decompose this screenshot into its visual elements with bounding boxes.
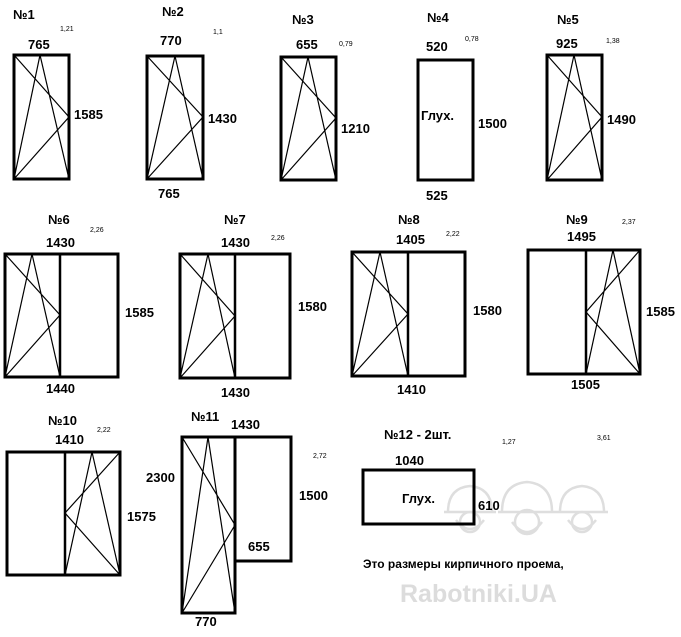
window-9-height: 1585 xyxy=(646,304,675,319)
window-6: №6 2,26 1430 1585 1440 xyxy=(3,212,154,396)
window-12-area: 1,27 xyxy=(502,439,516,446)
window-1-number: №1 xyxy=(13,7,35,22)
window-10-height: 1575 xyxy=(127,509,156,524)
window-9-width-bottom: 1505 xyxy=(571,377,600,392)
window-6-area: 2,26 xyxy=(90,227,104,234)
window-12: Глух. №12 - 2шт. 1,27 3,61 1040 610 xyxy=(361,427,611,526)
window-3-height: 1210 xyxy=(341,121,370,136)
window-2-height: 1430 xyxy=(208,111,237,126)
window-12-height: 610 xyxy=(478,498,500,513)
window-6-height: 1585 xyxy=(125,305,154,320)
window-5-area: 1,38 xyxy=(606,38,620,45)
window-10-width: 1410 xyxy=(55,432,84,447)
window-10: №10 2,22 1410 1575 xyxy=(5,413,156,577)
window-6-number: №6 xyxy=(48,212,70,227)
window-9-area: 2,37 xyxy=(622,219,636,226)
window-4-width-bottom: 525 xyxy=(426,188,448,203)
window-8-width-bottom: 1410 xyxy=(397,382,426,397)
window-6-width-bottom: 1440 xyxy=(46,381,75,396)
window-6-width-top: 1430 xyxy=(46,235,75,250)
window-5-height: 1490 xyxy=(607,112,636,127)
window-3-number: №3 xyxy=(292,12,314,27)
window-7-number: №7 xyxy=(224,212,246,227)
window-9-number: №9 xyxy=(566,212,588,227)
window-4-fixed-label: Глух. xyxy=(421,108,454,123)
window-3-width: 655 xyxy=(296,37,318,52)
window-12-area-total: 3,61 xyxy=(597,435,611,442)
window-11-width-top: 1430 xyxy=(231,417,260,432)
window-11-number: №11 xyxy=(191,409,219,424)
window-2: №2 1,1 770 1430 765 xyxy=(145,4,237,201)
window-9: №9 2,37 1495 1585 1505 xyxy=(526,212,675,392)
window-7-area: 2,26 xyxy=(271,235,285,242)
window-4-number: №4 xyxy=(427,10,449,25)
window-11-height: 2300 xyxy=(146,470,175,485)
note-text: Это размеры кирпичного проема, xyxy=(363,557,564,571)
window-1-height: 1585 xyxy=(74,107,103,122)
watermark-text: Rabotniki.UA xyxy=(400,580,557,608)
window-10-number: №10 xyxy=(48,413,77,428)
window-8-width-top: 1405 xyxy=(396,232,425,247)
window-5: №5 1,38 925 1490 xyxy=(545,12,636,182)
window-10-area: 2,22 xyxy=(97,427,111,434)
window-9-width-top: 1495 xyxy=(567,229,596,244)
window-2-area: 1,1 xyxy=(213,29,223,36)
window-4-area: 0,78 xyxy=(465,36,479,43)
window-5-width: 925 xyxy=(556,36,578,51)
window-1-width: 765 xyxy=(28,37,50,52)
window-1-area: 1,21 xyxy=(60,26,74,33)
window-8: №8 2,22 1405 1580 1410 xyxy=(350,212,502,397)
window-8-area: 2,22 xyxy=(446,231,460,238)
window-8-number: №8 xyxy=(398,212,420,227)
window-4-height: 1500 xyxy=(478,116,507,131)
window-7-width-bottom: 1430 xyxy=(221,385,250,400)
window-7-width-top: 1430 xyxy=(221,235,250,250)
window-5-number: №5 xyxy=(557,12,579,27)
window-7: №7 2,26 1430 1580 1430 xyxy=(178,212,327,400)
window-12-width: 1040 xyxy=(395,453,424,468)
window-2-number: №2 xyxy=(162,4,184,19)
window-4-width-top: 520 xyxy=(426,39,448,54)
window-11: №11 1430 2,72 2300 1500 655 770 xyxy=(146,409,328,629)
window-11-area: 2,72 xyxy=(313,453,327,460)
window-2-width-top: 770 xyxy=(160,33,182,48)
window-4: Глух. №4 0,78 520 1500 525 xyxy=(416,10,507,203)
window-11-height-right: 1500 xyxy=(299,488,328,503)
window-12-fixed-label: Глух. xyxy=(402,491,435,506)
window-12-number: №12 - 2шт. xyxy=(384,427,451,442)
window-3-area: 0,79 xyxy=(339,41,353,48)
window-2-width-bottom: 765 xyxy=(158,186,180,201)
builders-helmet-icon xyxy=(444,480,608,536)
watermark: Rabotniki.UA xyxy=(400,480,608,608)
window-11-inner-height: 655 xyxy=(248,539,270,554)
window-7-height: 1580 xyxy=(298,299,327,314)
window-3: №3 0,79 655 1210 xyxy=(279,12,370,182)
window-11-width-bottom: 770 xyxy=(195,614,217,629)
window-8-height: 1580 xyxy=(473,303,502,318)
window-1: №1 1,21 765 1585 xyxy=(12,7,103,181)
